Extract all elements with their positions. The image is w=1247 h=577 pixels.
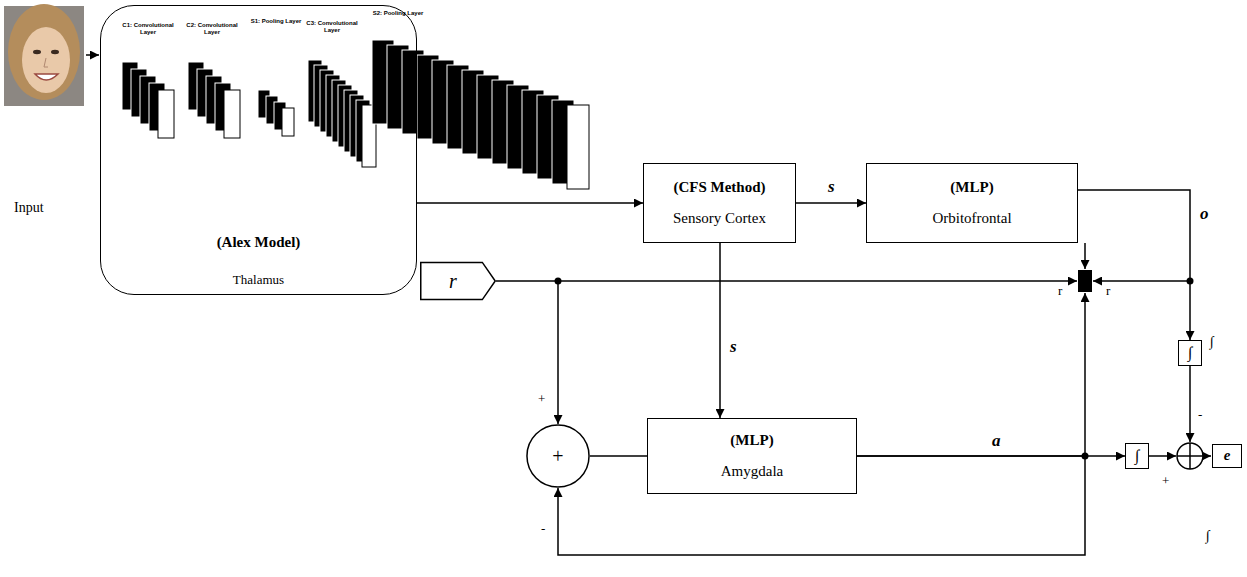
signal-wire: [1189, 366, 1191, 442]
output-box: e: [1212, 444, 1242, 468]
node-text: e: [1224, 447, 1231, 464]
signal-wire: [1084, 243, 1086, 269]
sum-junction: +: [526, 424, 590, 488]
thalamus-box: (Alex Model) Thalamus: [100, 5, 417, 295]
process-box: (CFS Method) Sensory Cortex: [643, 163, 796, 243]
signal-connector: [1078, 190, 1190, 340]
node-text: (CFS Method): [673, 179, 765, 196]
signal-name: r: [1058, 284, 1062, 298]
feature-map-stack: [122, 62, 174, 138]
integral-sign: ∫: [1206, 528, 1210, 543]
signal-connector: [417, 202, 643, 204]
sign-label: -: [1198, 408, 1202, 422]
signal-label: s: [728, 338, 739, 355]
signal-label: o: [1198, 205, 1211, 222]
sign-label: +: [538, 392, 545, 406]
process-box: (MLP) Amygdala: [647, 418, 857, 494]
integral-sign: ∫: [1210, 334, 1214, 349]
node-text: (MLP): [730, 432, 773, 449]
signal-wire: [1093, 280, 1190, 282]
feature-map: [282, 108, 294, 136]
node-text: ∫: [1135, 447, 1139, 465]
smile: [35, 74, 58, 80]
sign-label: +: [1162, 474, 1169, 488]
process-box: (MLP) Orbitofrontal: [866, 163, 1078, 243]
junction-dot: [1187, 278, 1194, 285]
feature-map: [224, 90, 240, 138]
signal-name: r: [1106, 284, 1110, 298]
feature-map-stack: [308, 60, 376, 167]
eye: [51, 50, 59, 54]
node-text: Thalamus: [233, 273, 284, 288]
junction-dot: [555, 278, 562, 285]
layer-label: C1: Convolutional Layer: [122, 22, 174, 35]
input-signal: r: [420, 262, 496, 300]
feature-map: [158, 90, 174, 138]
circle-shape: [527, 425, 589, 487]
input-label: Input: [14, 200, 44, 215]
node-text: Sensory Cortex: [673, 210, 766, 227]
face-photo: [4, 4, 84, 106]
feature-map-stack: [372, 40, 589, 189]
signal-wire: [1149, 455, 1176, 457]
signal-wire: [1203, 455, 1211, 457]
signal-connector: [496, 281, 558, 424]
reward-wire: [558, 280, 1077, 282]
junction-dot: [1082, 453, 1089, 460]
node-text: (Alex Model): [217, 234, 301, 251]
layer-label: C2: Convolutional Layer: [186, 22, 238, 35]
node-text: (MLP): [950, 179, 993, 196]
feature-map-stack: [188, 62, 240, 138]
signal-label: a: [990, 432, 1003, 449]
signal-connector: [590, 455, 647, 457]
feature-map-stack: [258, 90, 294, 136]
layer-label: S1: Pooling Layer: [250, 18, 302, 25]
signal-label: s: [826, 178, 837, 195]
signal-connector: [719, 243, 721, 418]
feature-map: [567, 105, 589, 189]
layer-label: S2: Pooling Layer: [372, 10, 424, 17]
node-text: Orbitofrontal: [932, 210, 1011, 227]
node-text: +: [552, 445, 563, 468]
sign-label: -: [541, 522, 545, 536]
hair: [8, 4, 80, 100]
node-text: r: [449, 270, 467, 293]
junction-cross: [1189, 443, 1191, 469]
nose: [44, 58, 48, 67]
junction-circle: [1177, 443, 1203, 469]
face: [22, 27, 70, 93]
layer-label: C3: Convolutional Layer: [306, 20, 358, 33]
pentagon-outline: [420, 262, 496, 300]
node-text: ∫: [1188, 344, 1192, 362]
integrator-box: ∫: [1125, 443, 1149, 469]
signal-wire: [1084, 293, 1086, 456]
eye: [33, 50, 41, 54]
pentagon-shape: [421, 262, 495, 299]
input-arrow: [86, 54, 99, 56]
multiplexer-bar: [1078, 270, 1092, 292]
integrator-box: ∫: [1178, 340, 1202, 366]
node-text: Amygdala: [721, 463, 783, 480]
summing-junction: [1177, 443, 1203, 469]
signal-connector: [796, 202, 866, 204]
